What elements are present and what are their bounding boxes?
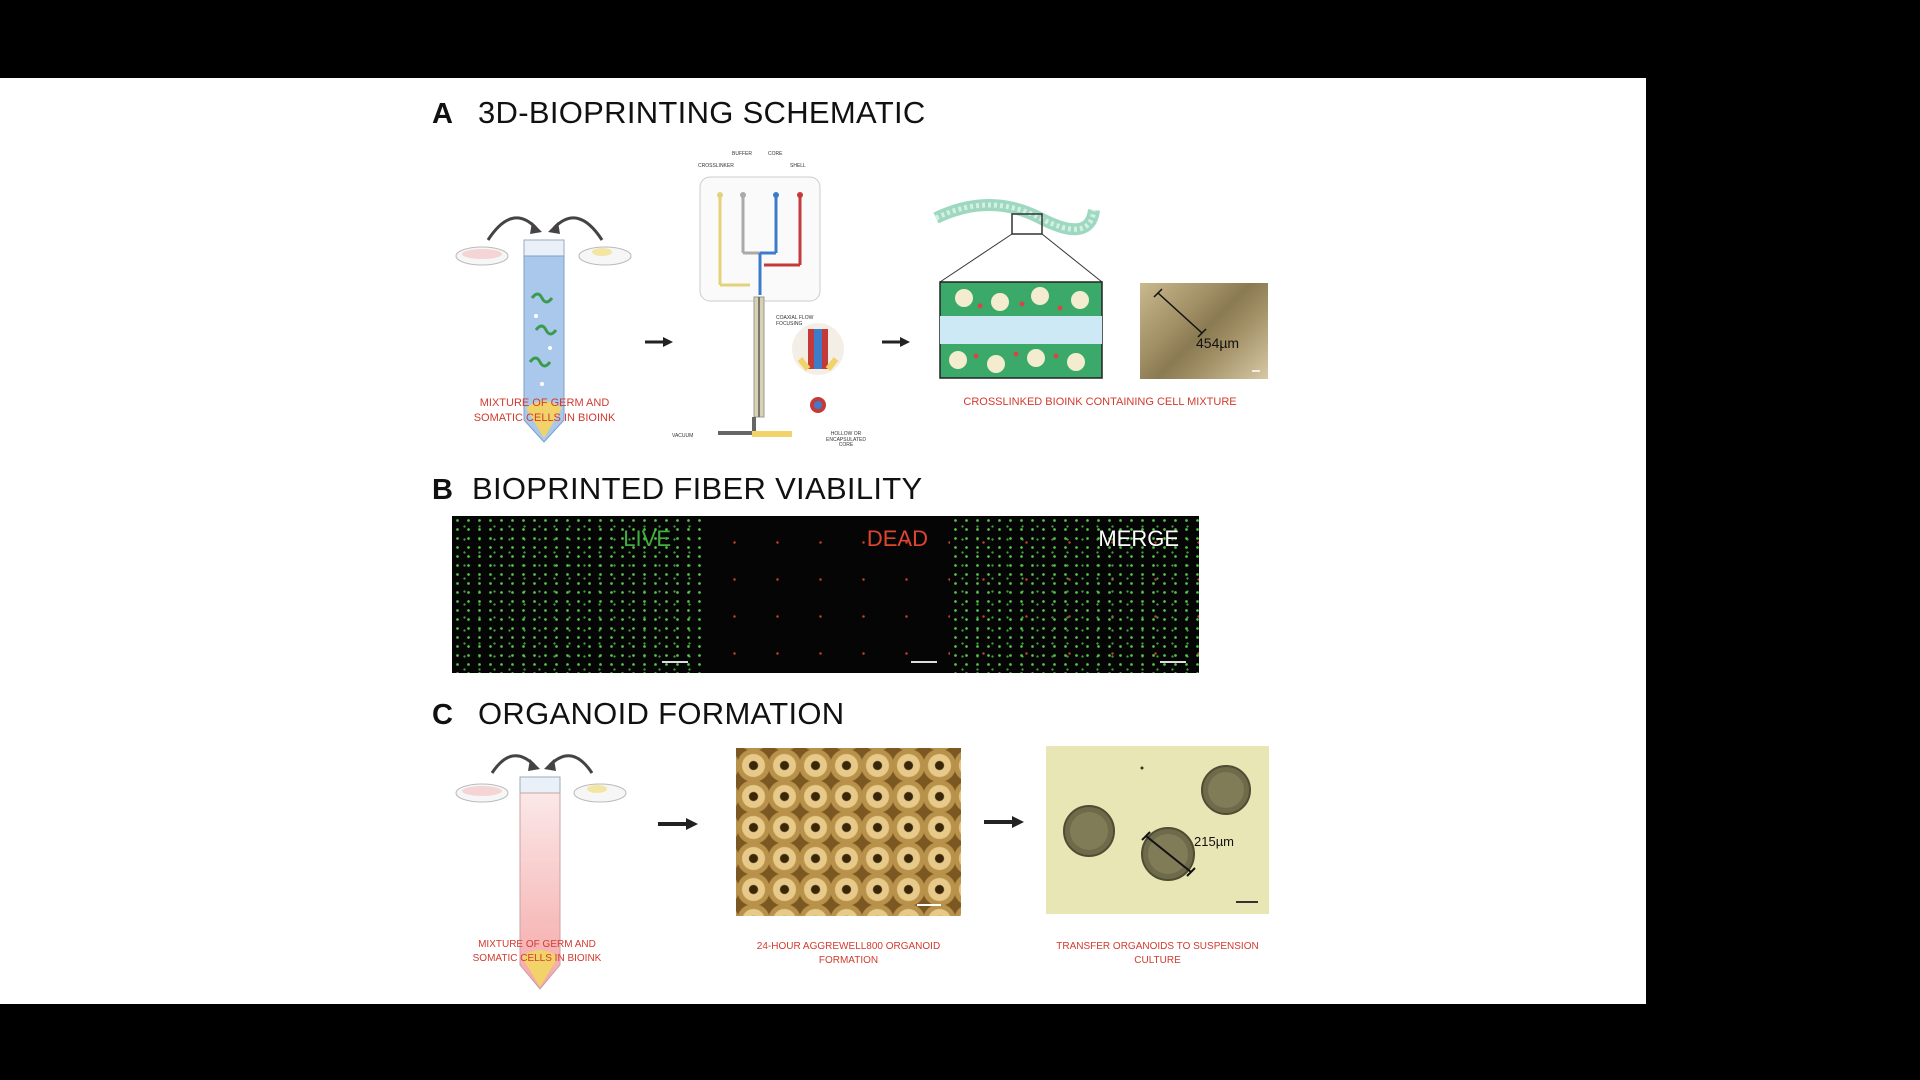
scale-bar — [662, 661, 688, 663]
label-hollow: HOLLOW OR ENCAPSULATED CORE — [826, 431, 866, 448]
crosslinked-fiber-illustration — [933, 199, 1103, 379]
dead-panel: DEAD — [701, 516, 950, 673]
section-c-heading: C ORGANOID FORMATION — [432, 696, 845, 732]
section-c-letter: C — [432, 699, 453, 731]
suspension-caption: TRANSFER ORGANOIDS TO SUSPENSION CULTURE — [1056, 941, 1259, 966]
section-b-letter: B — [432, 474, 453, 506]
dead-label: DEAD — [866, 526, 928, 551]
printhead-schematic — [699, 176, 844, 437]
live-label: LIVE — [623, 526, 671, 551]
section-a-title: 3D-BIOPRINTING SCHEMATIC — [478, 95, 926, 130]
aggrewell-caption: 24-HOUR AGGREWELL800 ORGANOID FORMATION — [756, 941, 941, 966]
fiber-micrograph: 454µm — [1140, 283, 1268, 379]
arrow-icon — [658, 818, 698, 830]
section-b-title: BIOPRINTED FIBER VIABILITY — [472, 471, 923, 506]
label-shell: SHELL — [790, 163, 806, 169]
section-b-heading: B BIOPRINTED FIBER VIABILITY — [432, 471, 923, 507]
label-core: CORE — [768, 151, 783, 157]
aggrewell-micrograph — [736, 748, 961, 916]
merge-panel: MERGE — [950, 516, 1199, 673]
label-buffer: BUFFER — [732, 151, 752, 157]
label-vacuum: VACUUM — [672, 433, 694, 439]
live-panel: LIVE — [452, 516, 701, 673]
scale-bar — [911, 661, 937, 663]
scale-bar — [1160, 661, 1186, 663]
fiber-caption: CROSSLINKED BIOINK CONTAINING CELL MIXTU… — [963, 396, 1237, 408]
tube-caption-c: MIXTURE OF GERM AND SOMATIC CELLS IN BIO… — [472, 939, 602, 964]
slide: A 3D-BIOPRINTING SCHEMATIC MIXTURE OF GER… — [0, 78, 1646, 1004]
arrow-icon — [984, 816, 1024, 828]
section-a-heading: A 3D-BIOPRINTING SCHEMATIC — [432, 95, 926, 131]
scale-bar — [917, 904, 941, 906]
section-c-title: ORGANOID FORMATION — [478, 696, 845, 731]
section-a-letter: A — [432, 98, 453, 130]
arrow-icon — [645, 337, 673, 347]
label-coaxial: COAXIAL FLOW FOCUSING — [776, 315, 814, 327]
suspension-micrograph: 215µm — [1046, 746, 1269, 914]
fiber-measure-label: 454µm — [1196, 335, 1240, 351]
bioink-tube-illustration — [455, 216, 632, 443]
merge-label: MERGE — [1098, 526, 1179, 551]
label-crosslinker: CROSSLINKER — [698, 163, 734, 169]
arrow-icon — [882, 337, 910, 347]
viability-strip: LIVE DEAD MERGE — [452, 516, 1199, 673]
organoid-tube-illustration — [455, 754, 627, 990]
tube-caption-a: MIXTURE OF GERM AND SOMATIC CELLS IN BIO… — [473, 397, 616, 424]
organoid-measure-label: 215µm — [1194, 834, 1235, 849]
